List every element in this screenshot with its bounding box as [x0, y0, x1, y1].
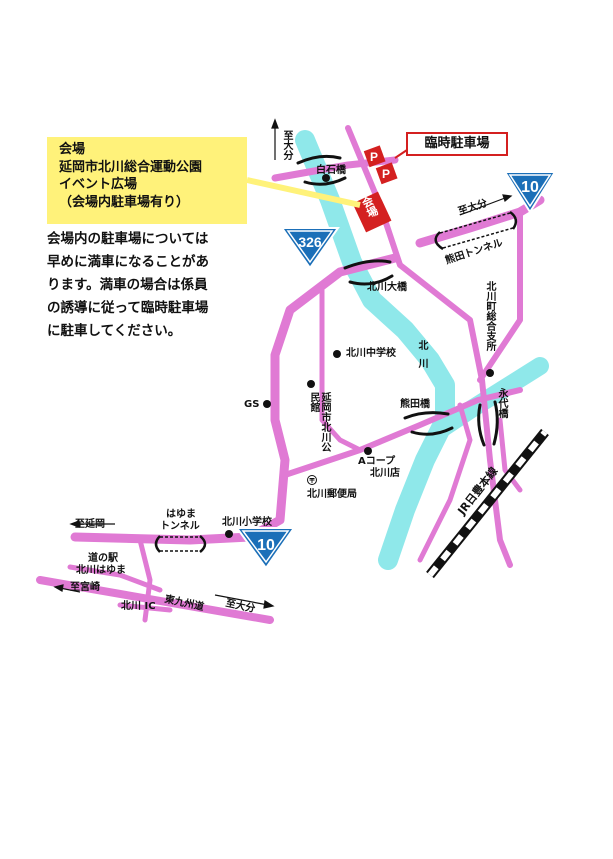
river	[295, 130, 549, 570]
svg-text:P: P	[382, 167, 390, 181]
parking-note: 会場内の駐車場については 早めに満車になることがあ ります。満車の場合は係員 の…	[47, 228, 262, 343]
venue-info-box: 会場 延岡市北川総合運動公園 イベント広場 （会場内駐車場有り）	[47, 137, 247, 224]
route-326-sign: 326	[280, 227, 340, 270]
svg-text:P: P	[370, 150, 378, 164]
label-river: 北川	[416, 340, 427, 376]
label-acoop-branch: 北川店	[370, 468, 400, 479]
svg-text:326: 326	[298, 234, 322, 250]
label-michinoeki: 道の駅	[88, 553, 118, 564]
route-10-sign-bottom: 10	[235, 527, 296, 570]
label-to-nobeoka: 至延岡	[75, 519, 105, 530]
label-tunnel: トンネル	[160, 521, 200, 532]
svg-text:10: 10	[257, 537, 275, 554]
label-kitagawa-ohashi: 北川大橋	[367, 282, 407, 293]
label-michinoeki-hayuma: 北川はゆま	[76, 565, 126, 576]
label-post-office: 北川郵便局	[307, 489, 357, 500]
label-shiraishi-bridge: 白石橋	[316, 165, 346, 176]
label-branch-office: 北川町総合支所	[484, 281, 495, 351]
route-10-sign-top: 10	[503, 171, 557, 214]
label-kumada-bridge: 熊田橋	[400, 399, 430, 410]
label-hayuma: はゆま	[166, 509, 196, 520]
venue-name: 延岡市北川総合運動公園	[59, 159, 203, 175]
note-line: 早めに満車になることがあ	[47, 254, 209, 270]
landmark-dots	[225, 174, 494, 538]
label-gs: GS	[244, 399, 260, 410]
label-kitagawa-ic: 北川 IC	[121, 601, 156, 612]
label-elementary-school: 北川小学校	[222, 517, 272, 528]
venue-title: 会場	[59, 142, 86, 157]
venue-parking-note: （会場内駐車場有り）	[59, 194, 190, 210]
venue-leader-line	[246, 177, 361, 208]
temporary-parking-label: 臨時駐車場	[406, 132, 508, 156]
note-line: に駐車してください。	[47, 323, 182, 339]
venue-marker	[352, 191, 392, 233]
note-line: 会場内の駐車場については	[47, 231, 209, 247]
note-line: の誘導に従って臨時駐車場	[47, 300, 209, 316]
note-line: ります。満車の場合は係員	[47, 277, 208, 293]
bridge-marks	[296, 154, 499, 447]
label-to-oita-top: 至大分	[281, 130, 292, 160]
parking-leader	[394, 149, 408, 159]
svg-text:10: 10	[521, 179, 539, 196]
label-to-miyazaki: 至宮崎	[70, 582, 100, 593]
tunnels	[154, 210, 518, 553]
parking-markers: P P	[363, 145, 398, 185]
label-eidai-bridge: 永代橋	[496, 388, 507, 418]
jr-rail	[426, 428, 549, 579]
post-office-icon	[307, 475, 317, 485]
label-junior-high: 北川中学校	[346, 348, 396, 359]
label-community-hall: 延岡市北川公民館	[308, 392, 330, 452]
label-acoop: Aコープ	[358, 456, 396, 467]
venue-area: イベント広場	[59, 177, 138, 192]
direction-arrows	[53, 118, 513, 609]
